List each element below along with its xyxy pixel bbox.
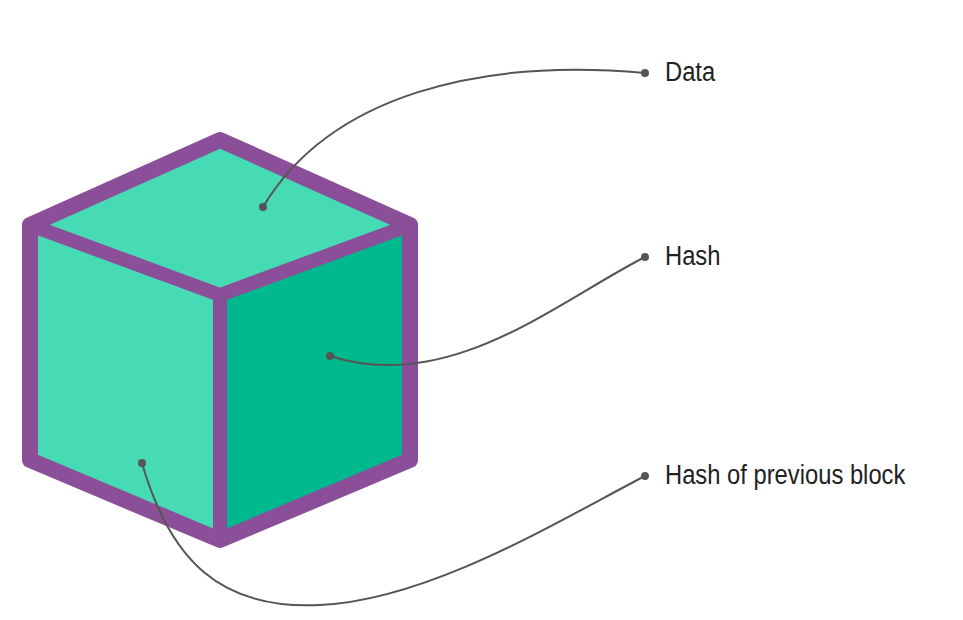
leader-dot	[641, 472, 649, 480]
leader-line	[142, 463, 645, 605]
leader-dot	[641, 69, 649, 77]
cube-outline	[30, 140, 410, 540]
cube-edge	[213, 295, 227, 540]
leader-dot	[259, 203, 267, 211]
callout-label: Data	[665, 58, 715, 88]
leader-dot	[326, 352, 334, 360]
leader-lines	[142, 70, 645, 606]
leader-dot	[641, 253, 649, 261]
cube	[30, 140, 410, 540]
callout-label: Hash of previous block	[665, 461, 905, 491]
leader-line	[263, 70, 645, 207]
leader-dots	[138, 69, 649, 480]
callout-label: Hash	[665, 242, 720, 272]
cube-edge	[30, 225, 410, 295]
leader-line	[330, 257, 645, 365]
leader-dot	[138, 459, 146, 467]
